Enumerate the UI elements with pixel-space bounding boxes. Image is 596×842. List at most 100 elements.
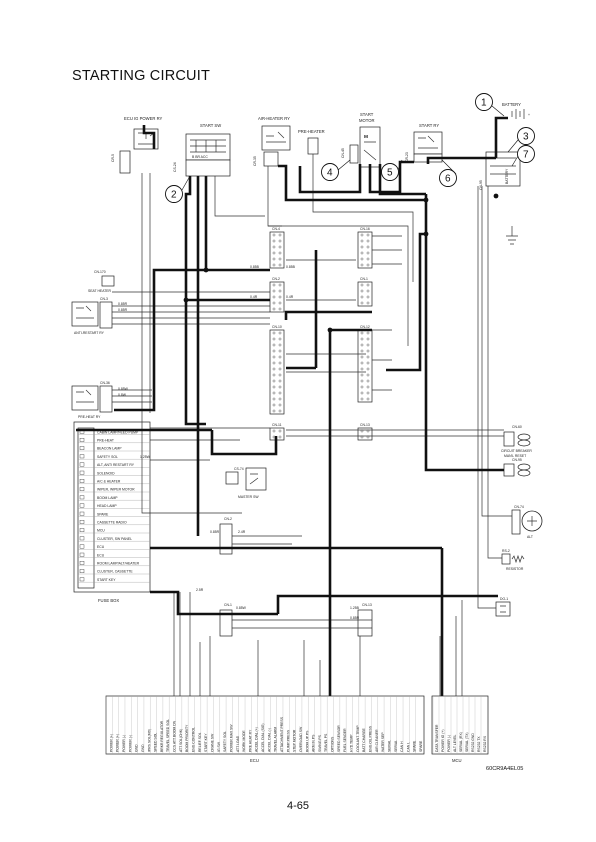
callout-number: 3 [523,132,529,143]
ecu-pin: RELIEF SOL [198,732,202,752]
fuse-item: SOLENOID [97,471,115,475]
start-relay-label: START RY [419,123,439,128]
connector-cn11: CN-11 [269,423,285,441]
cn2-block: CN-2 [219,517,233,555]
wire-label: 1.25B [350,606,360,610]
callout-6: 6 [439,169,457,187]
ecu-pin: CCS ATT BOOM DN [173,720,177,752]
ecu-pin: TRAVEL ALARM [274,727,278,752]
seat-heater: CN-170 SEAT HEATER [88,270,115,293]
resistor: RS-2 RESISTOR [501,549,525,571]
fuse-item: BOOM LAMP [97,496,118,500]
ecu-pin: HYD TEMP [350,734,354,752]
cr23-label: CR-23 [405,152,409,162]
callout-5: 5 [381,163,399,181]
cn13-label: CN-13 [360,423,370,427]
ecu-pin: ENG CONTROL [192,727,196,752]
master-switch-label: MASTER SW [238,495,259,499]
callout-4: 4 [321,163,339,181]
callout-number: 6 [445,174,451,185]
fuse-item: ROOM LAMP/ALT/HEATER [97,562,140,566]
wire-label: 0.85W [236,606,247,610]
cn74-label: CN-74 [514,505,524,509]
ecu-pin: ATT SOL(CHK) [179,729,183,752]
cn13-label: CN-13 [362,603,372,607]
fuse-item: ECU [97,553,105,557]
connector-cn12: CN-12 [357,325,373,403]
ecu-pin: ATTACHMENT PRESS [280,716,284,752]
cn1-block: CN-1 [219,603,233,637]
ecu-pin: POWER (-) [122,735,126,752]
start-switch-label: START SW [200,123,221,128]
battery-label: BATTERY [502,102,521,107]
callout-number: 2 [171,190,177,201]
callout-3: 3 [517,127,535,145]
fuse-item: HEAD LAMP [97,504,117,508]
air-heater-relay-label: AIR-HEATER RY [258,116,290,121]
ecu-pin: SPEED SOL [154,733,158,752]
svg-text:MAN'L RESET: MAN'L RESET [504,454,526,458]
ecu-pin: IG SW [217,741,221,752]
connector-cn13: CN-13 [357,423,373,441]
ecu-pin: POWER (+) [116,734,120,752]
fuse-item: PRE-HEAT [97,439,114,443]
mcu-pin: POWER IG (+) [441,729,445,752]
cn4-label: CN-4 [272,227,280,231]
callout-number: 7 [523,150,529,161]
mcu-pin: SERIAL (RX) [459,732,463,752]
callout-7: 7 [517,145,535,163]
mcu-pin: RS232 RX [483,735,487,752]
fuse-item: MCU [97,529,105,533]
cn60-label: CN-60 [512,425,522,429]
ecu-pin: ACCEL DIAL (-) [267,728,271,752]
cn36-label: CN-36 [100,381,110,385]
start-motor-label: START [360,112,374,117]
cs74-label: CS-74 [234,467,244,471]
resistor-label: RESISTOR [506,567,524,571]
pre-heater-label: PRE-HEATER [298,129,325,134]
ecu-pin: BOOM PRIORITY [185,724,189,752]
svg-text:B BR ACC: B BR ACC [192,155,208,159]
ecu-pin: FUEL SENDER [343,728,347,752]
cn10-label: CN-10 [272,325,282,329]
mcu-pin: ALT LEVEL [453,734,457,752]
wire-label: 0.85R [350,616,360,620]
fuse-item: CLUSTER, SW PANEL [97,537,132,541]
fuse-item: BEACON LAMP [97,447,122,451]
junction-dots [183,193,499,333]
callout-number: 4 [327,168,333,179]
cn13-block: CN-13 [357,603,373,637]
ecu-pin: TRAVEL PS [324,733,328,752]
connector-cn4: CN-4 [269,227,285,269]
cn170-label: CN-170 [94,270,106,274]
mcu-pin: POWER (-) [447,735,451,752]
cr5-label: CR-5 [111,154,115,162]
circuit-breaker: CN-60 CIRCUIT BREAKER MAN'L RESET CN-95 [501,425,532,477]
ecu-pin: PRE HEAT RY [248,729,252,752]
start-switch: START SW B BR ACC CS-24 [173,123,231,177]
ecu-pin: CAN H [400,741,404,752]
circuit-breaker-label: CIRCUIT BREAKER [501,449,532,453]
ecu-pin: AIR CLEANER [375,729,379,752]
ecu-pin: SPEED SENSOR [337,725,341,752]
cn12-label: CN-12 [360,325,370,329]
mcu-label: MCU [452,758,462,763]
cn11-label: CN-11 [272,423,282,427]
ecu-pin: SERIAL [387,740,391,752]
fuse-item: SPARE [97,512,109,516]
fuse-item: START KEY [97,578,116,582]
pre-heat-relay-label: PRE-HEAT RY [78,415,101,419]
fuse-item: SAFETY SOL [97,455,118,459]
wire-label: 0.85B [250,265,260,269]
ecu-pin: BRKR REGULATOR [160,720,164,752]
rs2-label: RS-2 [502,549,510,553]
master-switch: CS-74 MASTER SW [225,467,267,499]
ecu-pin: SPARE [419,740,423,752]
ecu-pin: TRAVEL SPEED SOL [166,719,170,752]
wire-label: 2.5R [196,588,204,592]
